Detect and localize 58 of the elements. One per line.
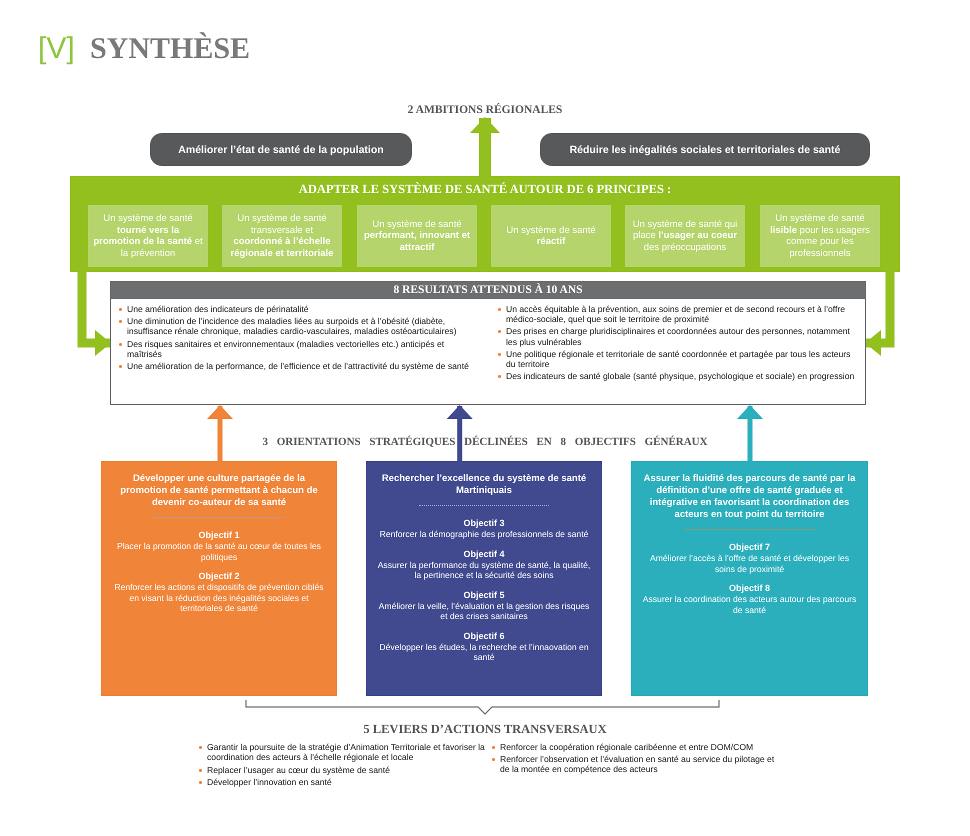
principle-box: Un système de santé tourné vers la promotion de la santé et la prévention [88, 205, 208, 267]
bullet-item: Une amélioration de la performance, de l’efficience et de l’attractivité du système de santé [127, 361, 469, 372]
section-number: [V] [38, 32, 75, 66]
objective-text: Améliorer l’accès à l’offre de santé et développer les soins de proximité [648, 553, 850, 574]
objective-label: Objectif 4 [462, 548, 506, 560]
objective-text: Développer les études, la recherche et l’innaovation en santé [378, 642, 590, 662]
bullet-item: Renforcer l’observation et l’évaluation en santé au service du pilotage et de la montée en compétence des acteurs [500, 754, 774, 774]
orientation-card [101, 461, 337, 696]
panel-header: 8 RESULTATS ATTENDUS À 10 ANS [111, 282, 865, 299]
principle-box: Un système de santé lisible pour les usagers comme pour les professionnels [760, 205, 880, 267]
orientation-heading: Développer une culture partagée de la promotion de santé permettant à chacun de devenir co-auteur de sa santé [119, 473, 319, 509]
bullet-item: Une diminution de l’incidence des maladies liées au surpoids et à l’obésité (diabète, insuffisance rénale chronique, maladies cardio-vasculaires, maladies ostéoarticulaires) [127, 316, 456, 336]
bullet-item: Des prises en charge pluridisciplinaires et coordonnées autour des personnes, notamment les plus vulnérables [506, 326, 850, 347]
objective-label: Objectif 8 [728, 583, 771, 594]
section-heading: 5 LEVIERS D’ACTIONS TRANSVERSAUX [363, 722, 607, 737]
arrow [865, 272, 894, 356]
objective-label: Objectif 7 [728, 542, 771, 553]
bullet-item: Renforcer la coopération régionale caribéenne et entre DOM/COM [500, 742, 754, 752]
bullet-item: Une politique régionale et territoriale de santé coordonnée et partagée par tous les acteurs du territoire [506, 348, 850, 370]
results-panel [110, 281, 866, 405]
bullet-item: Une amélioration des indicateurs de périnatalité [127, 304, 309, 314]
orientation-heading: Assurer la fluidité des parcours de santé par la définition d’une offre de santé graduée et intégrative en favorisant la coordination des acteurs en tout point du territoire [642, 473, 856, 521]
section-heading: 2 AMBITIONS RÉGIONALES [408, 104, 562, 116]
arrow [207, 405, 233, 461]
bullet-item: Des risques sanitaires et environnementaux (maladies vectorielles etc.) anticipés et maîtrisés [127, 338, 444, 359]
objective-text: Améliorer la veille, l’évaluation et la gestion des risques et des crises sanitaires [378, 600, 590, 622]
objective-label: Objectif 5 [462, 590, 506, 600]
arrow [78, 272, 111, 356]
objective-text: Assurer la performance du système de santé, la qualité, la pertinence et la sécurité des soins [376, 560, 592, 580]
orientation-heading: Rechercher l’excellence du système de santé Martiniquais [380, 473, 588, 497]
bullet-item: Développer l’innovation en santé [207, 777, 332, 787]
objective-text: Renforcer les actions et dispositifs de prévention ciblés en visant la réduction des inégalités sociales et territoriales de santé [113, 582, 325, 614]
principles-band [70, 176, 900, 272]
bullet-item: Des indicateurs de santé globale (santé physique, psychologique et sociale) en progression [506, 371, 854, 382]
ambition-box: Améliorer l’état de santé de la population [150, 133, 412, 166]
arrow [446, 405, 473, 461]
objective-text: Renforcer la démographie des professionnels de santé [378, 529, 590, 540]
band-heading: ADAPTER LE SYSTÈME DE SANTÉ AUTOUR DE 6 PRINCIPES : [298, 182, 672, 197]
principle-box: Un système de santé qui place l’usager au coeur des préoccupations [625, 205, 745, 267]
bullet-item: Garantir la poursuite de la stratégie d’Animation Territoriale et favoriser la coordination des acteurs à l’échelle régionale et locale [207, 742, 485, 762]
bullet-item: Un accès équitable à la prévention, aux soins de premier et de second recours et à l’offre médico-sociale, quel que soit le territoire de proximité [506, 304, 846, 324]
objective-label: Objectif 3 [462, 518, 506, 529]
principle-box: Un système de santé réactif [491, 205, 611, 267]
objective-text: Assurer la coordination des acteurs autour des parcours de santé [642, 594, 858, 615]
arrow [470, 117, 500, 176]
page-title: SYNTHÈSE [90, 32, 250, 66]
principle-box: Un système de santé transversale et coordonné à l’échelle régionale et territoriale [222, 205, 342, 267]
ambition-box: Réduire les inégalités sociales et territoriales de santé [540, 133, 870, 166]
section-heading: 3 ORIENTATIONS STRATÉGIQUES DÉCLINÉES EN 8 OBJECTIFS GÉNÉRAUX [262, 436, 708, 448]
objective-label: Objectif 2 [197, 571, 240, 582]
bullet-item: Replacer l’usager au cœur du système de santé [207, 765, 390, 775]
principle-box: Un système de santé performant, innovant et attractif [357, 205, 477, 267]
orientation-card [631, 461, 868, 696]
objective-text: Placer la promotion de la santé au cœur de toutes les politiques [116, 541, 322, 562]
arrow [737, 405, 763, 461]
objective-label: Objectif 6 [462, 630, 506, 642]
objective-label: Objectif 1 [197, 530, 240, 541]
orientation-card [366, 461, 602, 696]
